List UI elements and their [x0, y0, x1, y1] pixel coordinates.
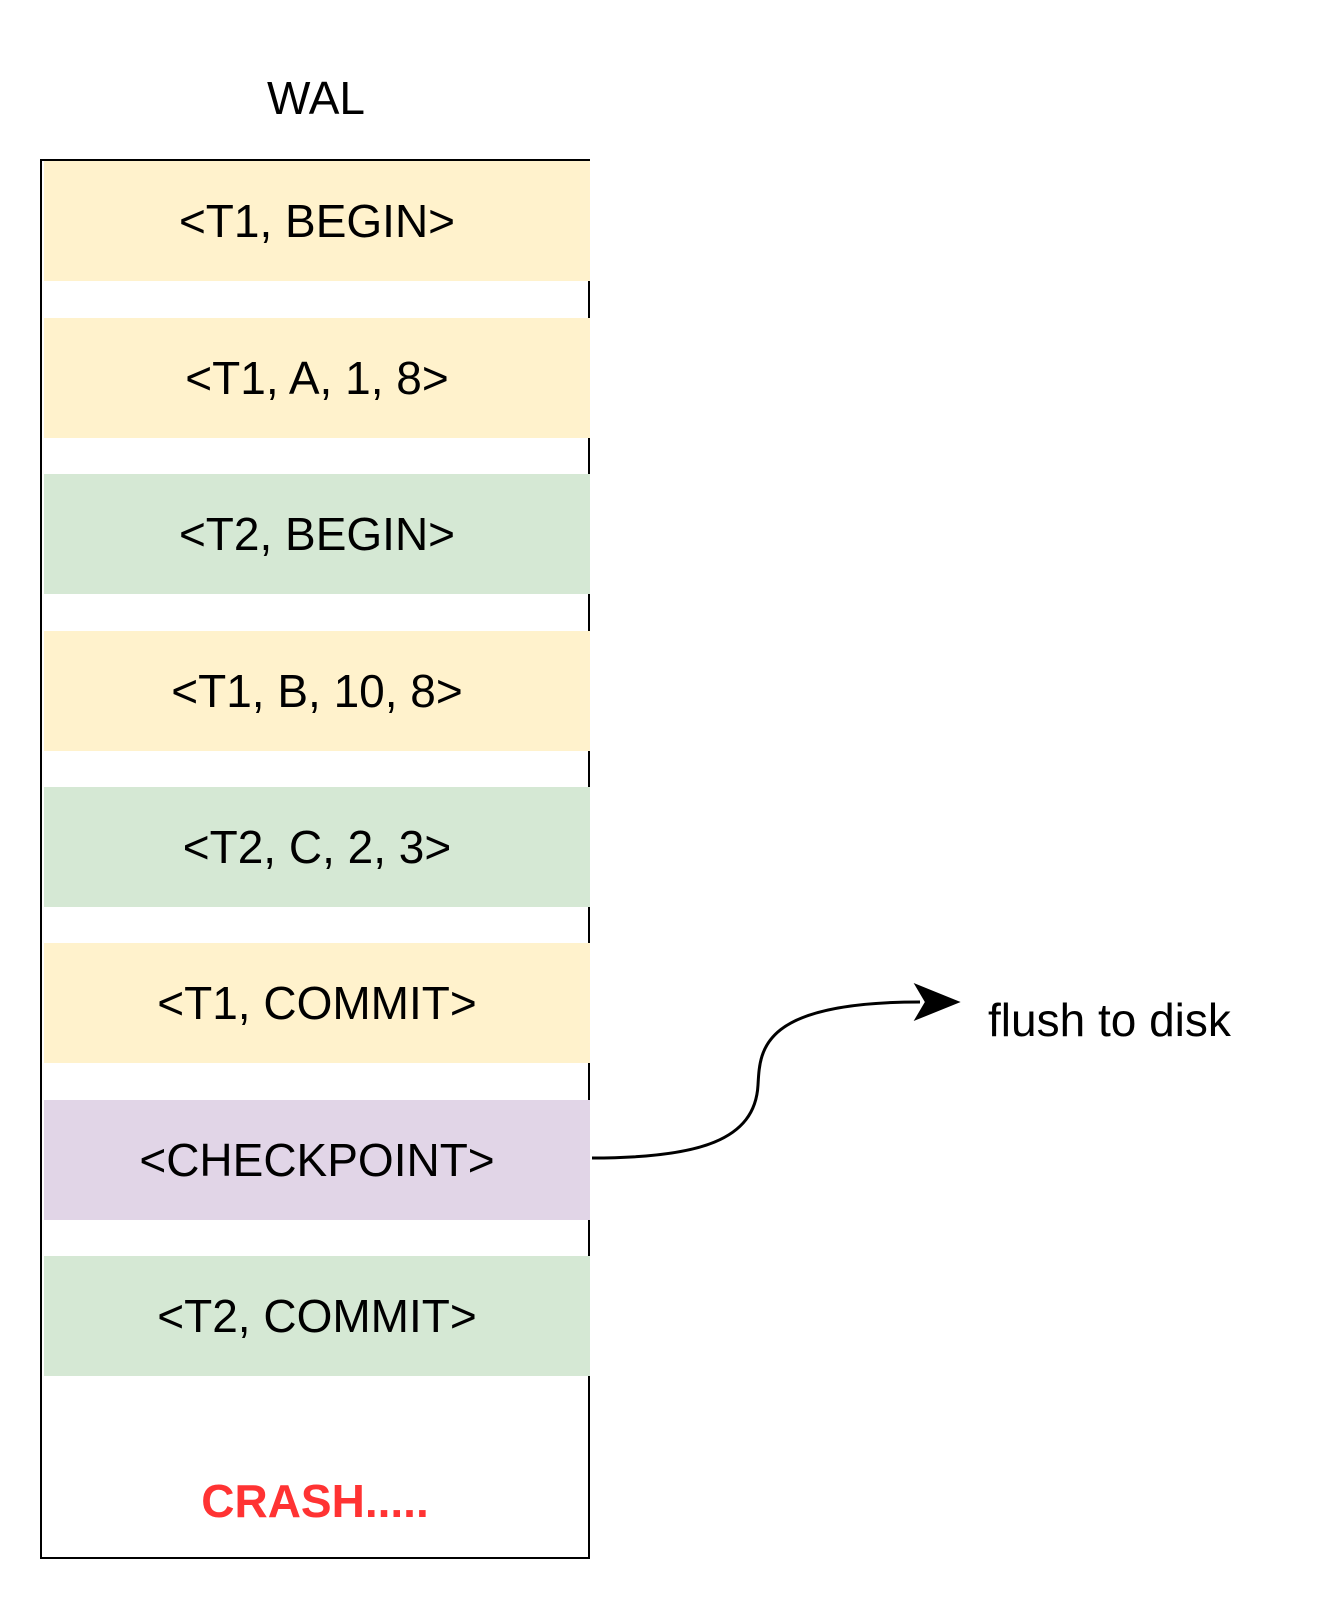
wal-log-box: <T1, BEGIN> <T1, A, 1, 8> <T2, BEGIN> <T…	[40, 159, 590, 1559]
log-entry-t1-write-b: <T1, B, 10, 8>	[44, 631, 590, 751]
flush-to-disk-label: flush to disk	[988, 994, 1231, 1046]
log-entry-checkpoint: <CHECKPOINT>	[44, 1100, 590, 1220]
flush-arrow-head	[913, 982, 961, 1022]
crash-label: CRASH.....	[201, 1475, 429, 1527]
flush-arrow-curve	[591, 1000, 921, 1160]
log-entry-t2-begin: <T2, BEGIN>	[44, 474, 590, 594]
log-entry-t1-begin: <T1, BEGIN>	[44, 161, 590, 281]
log-entry-t1-commit: <T1, COMMIT>	[44, 943, 590, 1063]
wal-title: WAL	[267, 72, 365, 124]
log-entry-t1-write-a: <T1, A, 1, 8>	[44, 318, 590, 438]
log-entry-t2-commit: <T2, COMMIT>	[44, 1256, 590, 1376]
log-entry-t2-write-c: <T2, C, 2, 3>	[44, 787, 590, 907]
